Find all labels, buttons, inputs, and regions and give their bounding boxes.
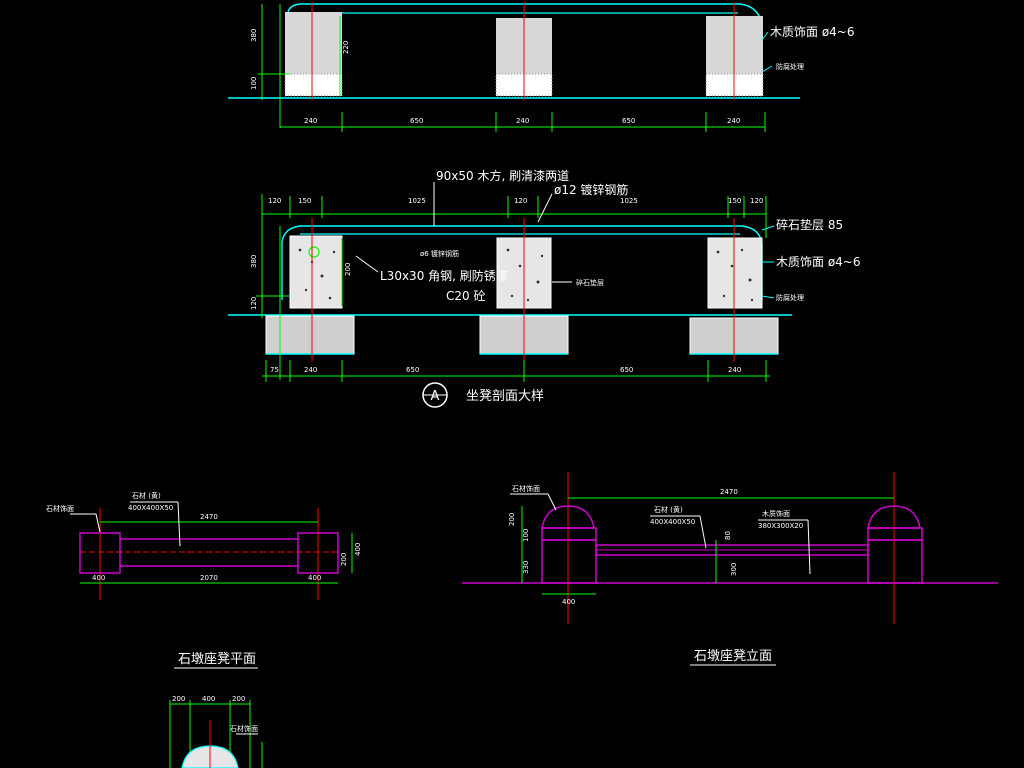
dim-text: 100 [250, 77, 258, 90]
label-wood-finish: 木质饰面 ø4~6 [770, 25, 854, 39]
plan-label-top-sub: 400X400X50 [128, 504, 173, 512]
detail-label: 石材饰面 [230, 724, 258, 733]
dim-text: 150 [298, 197, 311, 205]
plan-title: 石墩座凳平面 [178, 651, 256, 667]
dim-text: 240 [304, 366, 317, 374]
dim-text: 200 [340, 553, 348, 566]
dim-text: 380 [250, 29, 258, 42]
callout-angle-steel: L30x30 角钢, 刷防锈漆 [380, 268, 508, 283]
label-anticorrosion: 防腐处理 [776, 62, 804, 71]
dim-text: 300 [730, 563, 738, 576]
dim-text: 120 [514, 197, 527, 205]
dim-text: 650 [620, 366, 633, 374]
section-top: 380 220 100 240 650 240 650 240 木质饰面 ø4~… [228, 2, 854, 132]
pier-left [285, 12, 342, 74]
dim-text: 330 [522, 561, 530, 574]
plan-label-top: 石材 (黄) [132, 491, 161, 500]
callout-rebar-6: ø6 镀锌钢筋 [420, 249, 459, 258]
dim-text: 200 [232, 695, 245, 703]
dim-text: 80 [724, 531, 732, 540]
dim-text: 400 [354, 543, 362, 556]
dim-text: 380 [250, 255, 258, 268]
leader [537, 193, 553, 223]
pier-cap-left [541, 505, 595, 529]
elevation-label-right: 木质饰面 [762, 509, 790, 518]
rebar-marker [308, 246, 320, 258]
pier-body-right [867, 539, 923, 584]
seat-plank-outline [281, 225, 763, 300]
dim-text: 120 [750, 197, 763, 205]
dim-text: 650 [410, 117, 423, 125]
dim-text: 2470 [200, 513, 218, 521]
dim-text: 100 [522, 529, 530, 542]
dim-text: 120 [268, 197, 281, 205]
dim-text: 120 [250, 297, 258, 310]
dim-text: 2470 [720, 488, 738, 496]
elevation-label-mid-sub: 400X400X50 [650, 518, 695, 526]
dim-text: 220 [342, 41, 350, 54]
detail-view: 200 400 200 石材饰面 [169, 695, 263, 768]
label-right-anticorrosion: 防腐处理 [776, 293, 804, 302]
label-right-gravel: 碎石垫层 85 [776, 217, 843, 232]
leader [807, 519, 811, 575]
dim-text: 400 [308, 574, 321, 582]
leader [699, 515, 707, 549]
leader [761, 31, 769, 41]
pier-right [707, 237, 763, 309]
dim-text: 400 [92, 574, 105, 582]
dim-text: 400 [562, 598, 575, 606]
leader [95, 513, 101, 533]
dim-text: 240 [727, 117, 740, 125]
dim-text: 1025 [620, 197, 638, 205]
dim-text: 240 [516, 117, 529, 125]
plan-view: 2470 400 2070 400 400 200 石材饰面 石材 (黄) 40… [46, 491, 362, 669]
pier-plan-left [79, 532, 121, 574]
dim-text: 200 [508, 513, 516, 526]
elevation-label-mid: 石材 (黄) [654, 505, 683, 514]
section-marker-letter: A [431, 389, 440, 404]
leader [177, 501, 181, 547]
dim-text: 240 [304, 117, 317, 125]
dim-text: 75 [270, 366, 279, 374]
dim-text: 200 [344, 263, 352, 276]
leader [761, 295, 775, 299]
elevation-label-right-sub: 380X300X20 [758, 522, 803, 530]
callout-rebar-12: ø12 镀锌钢筋 [554, 182, 628, 197]
dim-text: 650 [406, 366, 419, 374]
elevation-label-stone: 石材饰面 [512, 484, 540, 493]
pier-body-left [541, 539, 597, 584]
leader [761, 65, 773, 73]
callout-timber: 90x50 木方, 刷清漆两道 [436, 168, 569, 183]
aggregate-texture [298, 248, 754, 302]
dim-text: 200 [172, 695, 185, 703]
leader [761, 225, 775, 231]
elevation-view: 2470 200 100 330 80 300 400 石材饰面 石材 (黄) … [462, 472, 998, 666]
dim-text: 650 [622, 117, 635, 125]
label-right-wood: 木质饰面 ø4~6 [776, 255, 860, 269]
section-a: 120 150 1025 120 1025 150 120 380 120 20… [228, 168, 860, 408]
dim-text: 2070 [200, 574, 218, 582]
dim-text: 400 [202, 695, 215, 703]
pier-left-base [284, 73, 343, 97]
pier-cap-right [867, 505, 921, 529]
callout-gravel: 碎石垫层 [576, 278, 604, 287]
dim-text: 240 [728, 366, 741, 374]
leader [355, 255, 379, 273]
elevation-title: 石墩座凳立面 [694, 648, 772, 664]
pier-plan-right [297, 532, 339, 574]
footing-left [265, 315, 355, 355]
dim-text: 150 [728, 197, 741, 205]
dim-text: 1025 [408, 197, 426, 205]
leader [547, 493, 557, 511]
callout-c20-concrete: C20 砼 [446, 289, 485, 303]
section-a-title: 坐凳剖面大样 [466, 388, 544, 404]
plan-label-stone: 石材饰面 [46, 504, 74, 513]
